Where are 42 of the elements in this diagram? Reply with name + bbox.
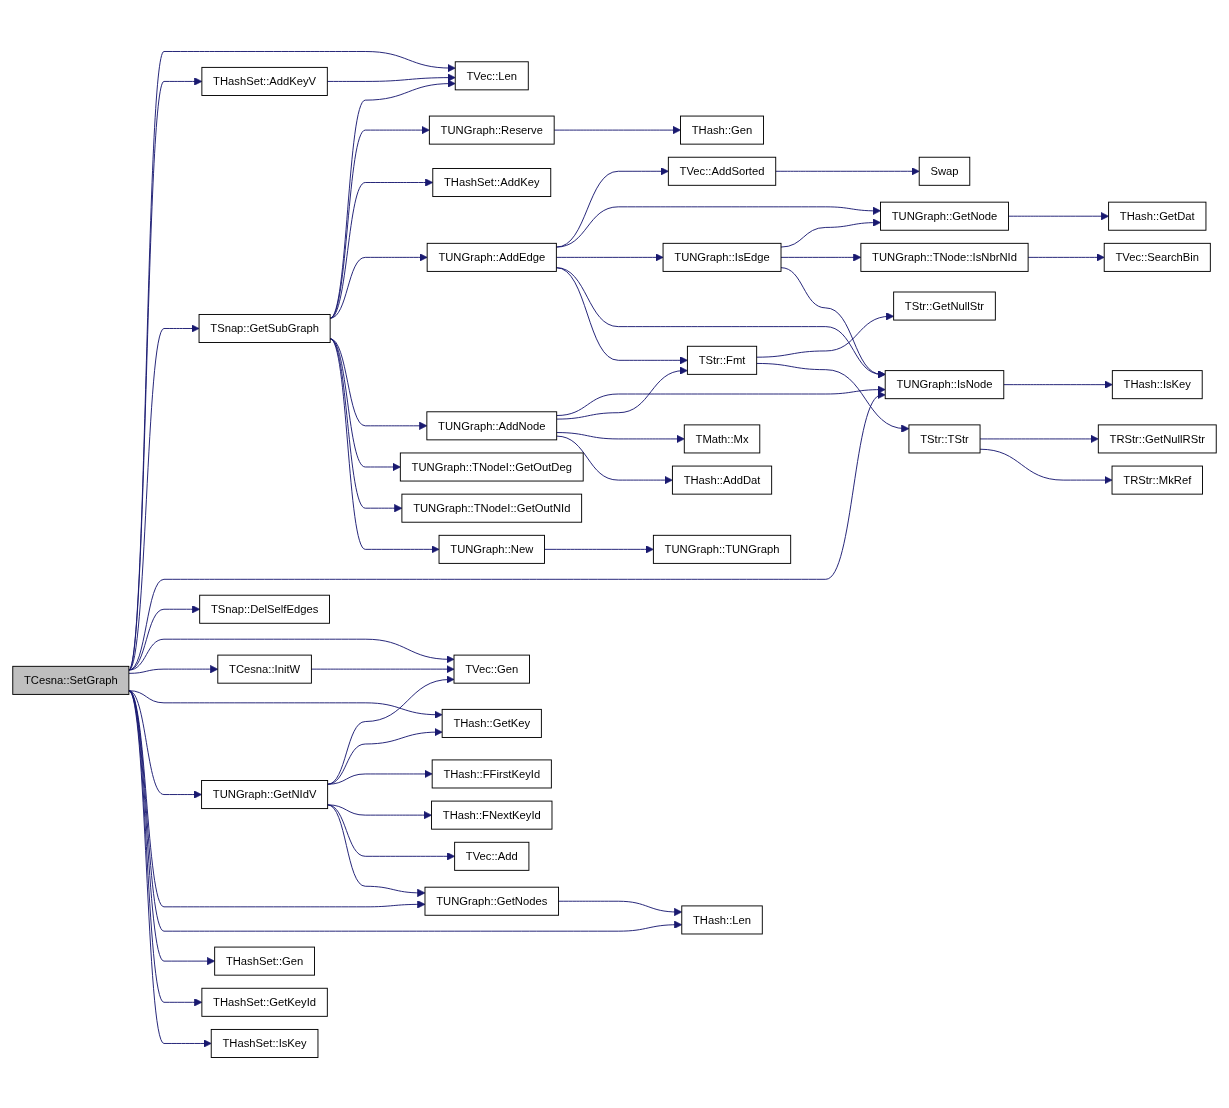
function-box: TUNGraph::Reserve: [428, 115, 555, 145]
function-box: THashSet::AddKey: [432, 167, 552, 197]
function-box: TRStr::GetNullRStr: [1097, 423, 1217, 453]
function-box: THash::Len: [681, 904, 763, 934]
function-box: THash::FNextKeyId: [431, 800, 553, 830]
function-box: TUNGraph::GetNodes: [424, 886, 559, 916]
function-box: THash::GetKey: [441, 708, 542, 738]
function-box: TUNGraph::IsNode: [884, 369, 1005, 399]
function-box: THashSet::Gen: [214, 946, 315, 976]
function-box: TStr::TStr: [908, 423, 981, 453]
function-box: THash::Gen: [680, 115, 764, 145]
function-box: TVec::AddSorted: [667, 156, 777, 186]
function-box: THashSet::AddKeyV: [201, 66, 328, 96]
function-box: TUNGraph::AddNode: [426, 410, 558, 440]
function-box: TVec::Len: [454, 60, 529, 90]
function-box: TUNGraph::AddEdge: [426, 242, 557, 272]
function-box: TSnap::DelSelfEdges: [199, 594, 330, 624]
function-box: TUNGraph::TNodeI::GetOutNId: [401, 493, 583, 523]
function-box: TCesna::InitW: [217, 654, 312, 684]
function-box: THashSet::IsKey: [210, 1028, 319, 1058]
function-box: THash::IsKey: [1111, 369, 1203, 399]
function-box: TUNGraph::GetNIdV: [201, 779, 329, 809]
function-box: TVec::Add: [454, 841, 530, 871]
function-box: TUNGraph::IsEdge: [662, 242, 782, 272]
function-box: TRStr::MkRef: [1111, 465, 1203, 495]
function-box: THash::AddDat: [671, 465, 773, 495]
function-box: THash::GetDat: [1108, 201, 1207, 231]
function-box: TSnap::GetSubGraph: [198, 313, 331, 343]
function-box: THashSet::GetKeyId: [201, 987, 328, 1017]
function-box: TUNGraph::TNode::IsNbrNId: [860, 242, 1029, 272]
function-box: TUNGraph::GetNode: [880, 201, 1009, 231]
function-box: Swap: [918, 156, 971, 186]
function-box: TCesna::SetGraph: [12, 665, 130, 695]
function-box: TVec::Gen: [453, 654, 530, 684]
function-box: TUNGraph::New: [438, 534, 545, 564]
function-box: TStr::GetNullStr: [893, 291, 996, 321]
function-box: TUNGraph::TUNGraph: [652, 534, 792, 564]
function-box: TMath::Mx: [683, 423, 761, 453]
function-box: TStr::Fmt: [686, 345, 758, 375]
function-box: TVec::SearchBin: [1103, 242, 1211, 272]
function-box: THash::FFirstKeyId: [431, 758, 552, 788]
function-box: TUNGraph::TNodeI::GetOutDeg: [399, 452, 584, 481]
